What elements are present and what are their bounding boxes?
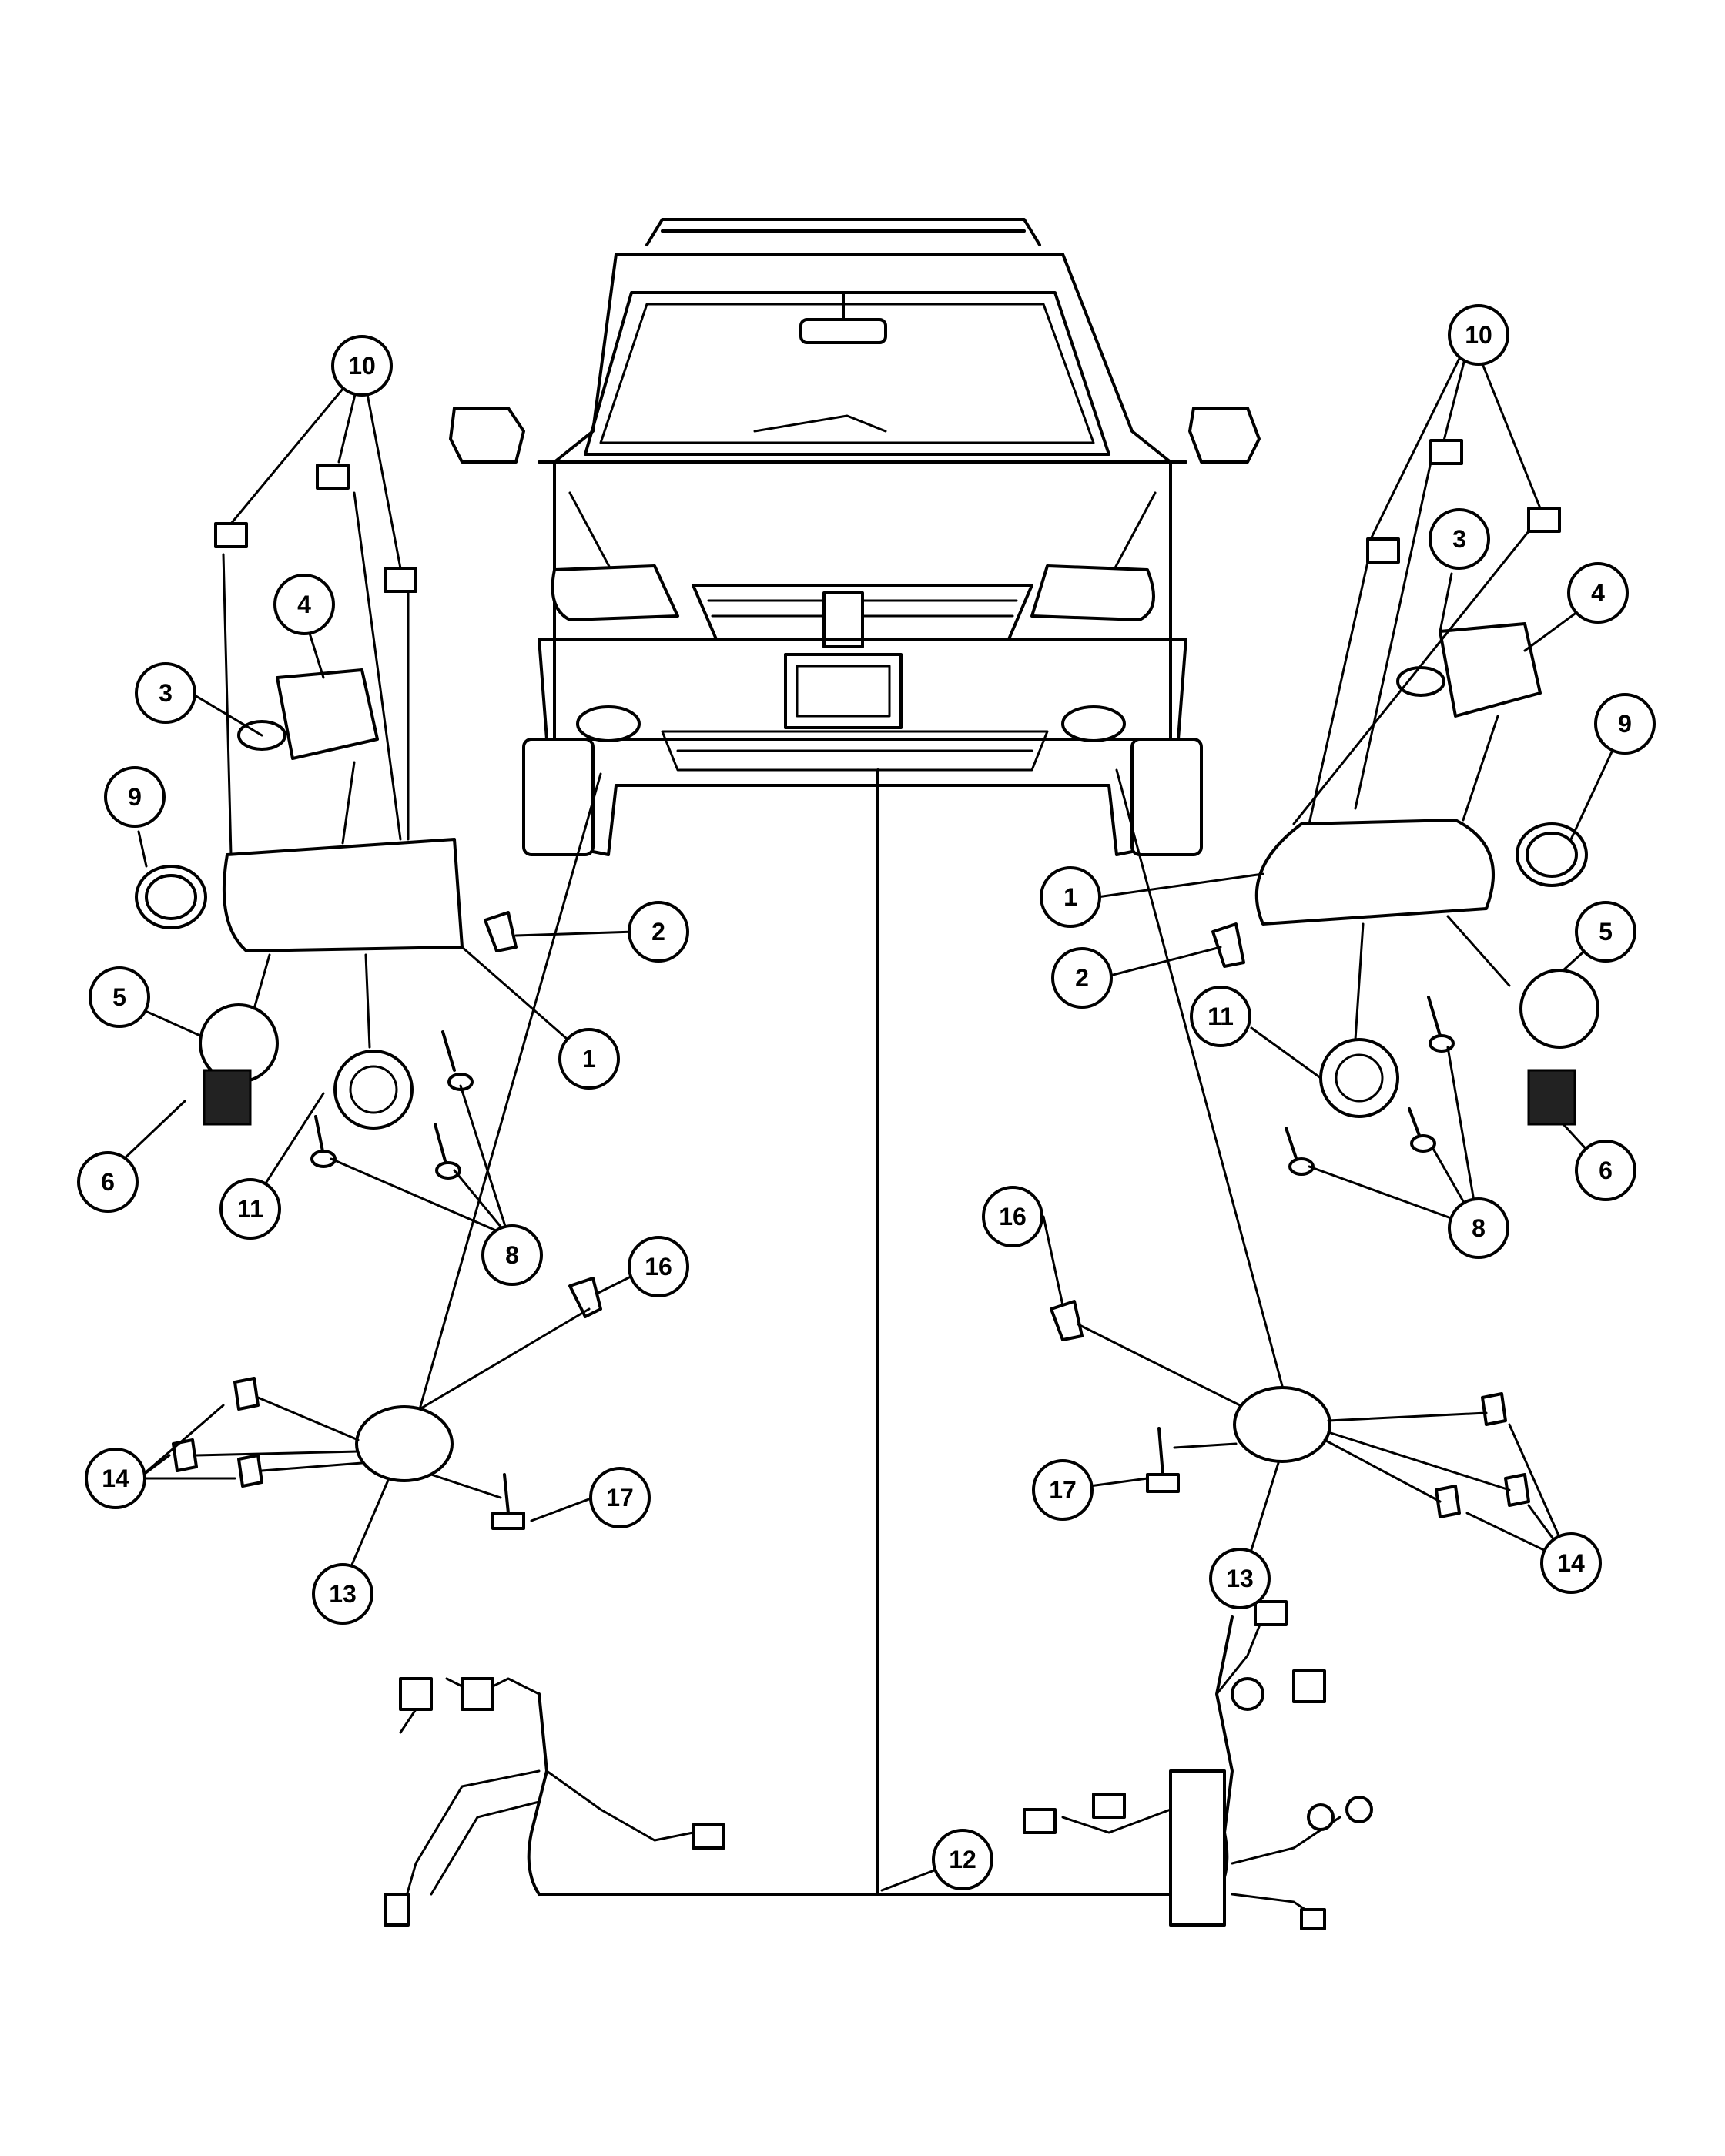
svg-text:13: 13 — [329, 1580, 357, 1608]
callout-left-11: 11 — [219, 1178, 281, 1240]
callout-left-13: 13 — [312, 1563, 373, 1625]
clip-10-b — [316, 464, 350, 490]
callout-right-13: 13 — [1209, 1548, 1271, 1609]
svg-text:12: 12 — [949, 1846, 976, 1873]
svg-text:4: 4 — [297, 591, 311, 618]
svg-text:11: 11 — [237, 1195, 263, 1223]
svg-text:10: 10 — [1465, 321, 1492, 349]
callout-right-11: 11 — [1190, 986, 1251, 1047]
clip-10-c — [384, 567, 417, 593]
svg-text:1: 1 — [1063, 883, 1077, 911]
svg-text:8: 8 — [1472, 1214, 1486, 1242]
right-headlamp-assembly — [1211, 439, 1599, 1176]
bulb-socket-4 — [276, 668, 379, 760]
svg-text:9: 9 — [1618, 710, 1632, 738]
svg-text:9: 9 — [128, 783, 142, 811]
svg-text:14: 14 — [1557, 1549, 1585, 1577]
callout-right-1: 1 — [1040, 866, 1101, 928]
svg-text:17: 17 — [606, 1484, 634, 1512]
callout-center-12: 12 — [932, 1829, 993, 1890]
callout-right-17: 17 — [1032, 1459, 1094, 1521]
callout-right-8: 8 — [1448, 1197, 1509, 1259]
svg-text:6: 6 — [1599, 1157, 1613, 1184]
svg-text:14: 14 — [102, 1465, 129, 1492]
callout-left-9: 9 — [104, 766, 166, 828]
vehicle-front-view — [449, 218, 1261, 856]
callout-right-9: 9 — [1594, 693, 1656, 755]
svg-text:3: 3 — [159, 679, 172, 707]
svg-text:6: 6 — [101, 1168, 115, 1196]
svg-text:1: 1 — [582, 1045, 596, 1073]
left-headlamp-assembly — [135, 464, 518, 1180]
callout-left-17: 17 — [589, 1467, 651, 1528]
callout-right-4: 4 — [1567, 562, 1629, 624]
svg-text:11: 11 — [1208, 1003, 1234, 1030]
svg-text:3: 3 — [1452, 525, 1466, 553]
svg-text:5: 5 — [1599, 918, 1613, 946]
svg-text:2: 2 — [651, 918, 665, 946]
clip-10-a — [214, 522, 248, 548]
svg-text:16: 16 — [999, 1203, 1027, 1230]
callout-right-5: 5 — [1575, 901, 1636, 962]
callout-left-6: 6 — [77, 1151, 139, 1213]
callout-right-16: 16 — [982, 1186, 1043, 1247]
svg-text:8: 8 — [505, 1241, 519, 1269]
svg-text:10: 10 — [348, 352, 376, 380]
svg-text:5: 5 — [112, 983, 126, 1011]
right-fog-lamp-assembly — [1050, 768, 1530, 1518]
callout-leaders — [106, 333, 1626, 1892]
callout-right-6: 6 — [1575, 1140, 1636, 1201]
svg-text:16: 16 — [645, 1253, 672, 1281]
callout-left-3: 3 — [135, 662, 196, 724]
callout-right-3: 3 — [1429, 508, 1490, 570]
svg-text:4: 4 — [1591, 579, 1605, 607]
callout-left-2: 2 — [628, 901, 689, 962]
callout-right-2: 2 — [1051, 947, 1113, 1009]
callout-left-5: 5 — [89, 966, 150, 1028]
callout-right-10: 10 — [1448, 304, 1509, 366]
callout-left-10: 10 — [331, 335, 393, 397]
svg-text:13: 13 — [1226, 1565, 1254, 1592]
wiring-harness — [384, 768, 1373, 1930]
svg-text:17: 17 — [1049, 1476, 1077, 1504]
callout-left-1: 1 — [558, 1028, 620, 1090]
callout-right-14: 14 — [1540, 1532, 1602, 1594]
callout-left-14: 14 — [85, 1448, 146, 1509]
svg-text:2: 2 — [1075, 964, 1089, 992]
callout-left-4: 4 — [273, 574, 335, 635]
callout-left-8: 8 — [481, 1224, 543, 1286]
left-fog-lamp-assembly — [172, 772, 602, 1530]
callout-left-16: 16 — [628, 1236, 689, 1297]
